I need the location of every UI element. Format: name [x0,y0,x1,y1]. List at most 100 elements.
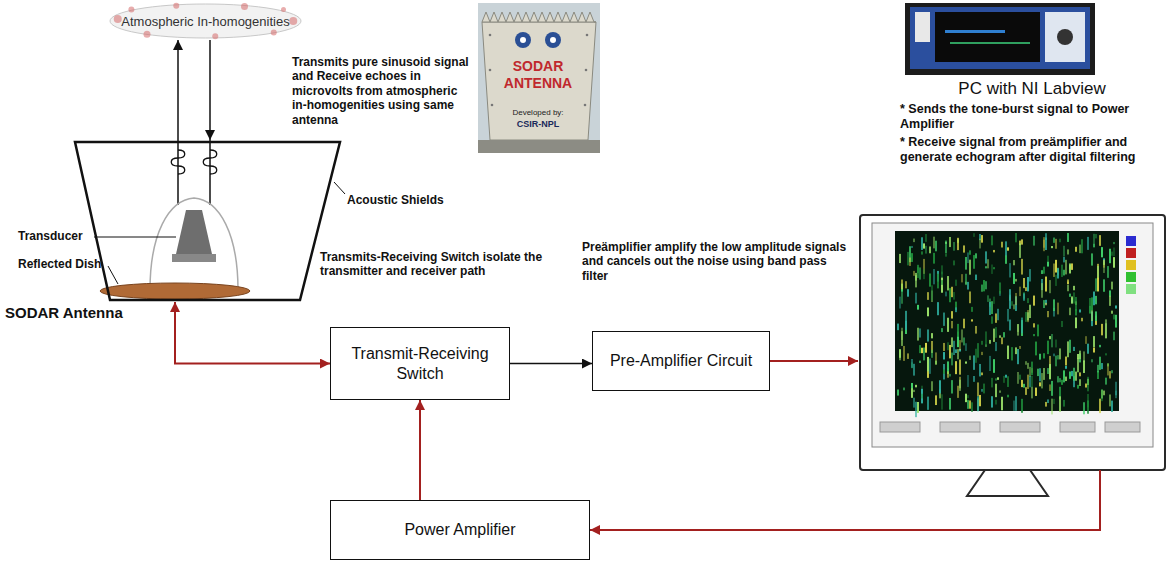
echo-streak [1031,362,1033,375]
echo-streak [1099,345,1101,347]
echo-streak [1099,235,1101,246]
echo-streak [1083,402,1085,414]
echo-streak [957,386,959,398]
logo [515,32,531,48]
echo-streak [1113,257,1115,268]
echo-streak [935,395,937,405]
node-label: SODAR Antenna [5,304,123,321]
monitor-bezel [905,3,1095,75]
echo-streak [991,265,993,274]
screen-plot [935,12,1040,62]
echo-streak [991,396,993,407]
echo-streak [959,380,961,391]
echo-streak [1037,369,1039,376]
echo-streak [1019,375,1021,380]
echo-streak [1077,385,1079,389]
echo-streak [1013,401,1015,411]
antenna-photo [478,3,600,153]
control-button [940,422,980,432]
echo-streak [915,385,917,388]
echo-streak [923,243,925,248]
pc-block: PC with NI Labview* Sends the tone-burst… [858,78,1168,470]
echo-streak [1113,242,1115,244]
echo-streak [901,328,903,340]
echo-streak [1049,364,1051,379]
echo-streak [979,395,981,406]
echo-streak [949,345,951,358]
reflector-dish [100,283,250,299]
node-label: Atmospheric In-homogenities [121,14,289,29]
echo-streak [991,235,993,245]
echo-streak [975,349,977,363]
echo-streak [1107,363,1109,375]
echo-streak [1009,263,1011,277]
echo-streak [1099,399,1101,413]
echo-streak [933,237,935,249]
echo-streak [973,376,975,382]
echo-streak [907,353,909,359]
echo-streak [973,255,975,269]
echo-streak [931,285,933,300]
annotation: Acoustic Shields [347,193,444,207]
control-button [880,422,920,432]
echo-streak [905,281,907,288]
echo-streak [1063,371,1065,383]
echo-streak [941,272,943,275]
echo-streak [1033,323,1035,327]
echo-streak [949,288,951,302]
signal-arrow [510,363,592,365]
echo-streak [1093,336,1095,347]
control-button [1105,422,1140,432]
atmosphere-cloud: Atmospheric In-homogenities [108,2,303,40]
annotation: Reflected Dish [18,257,101,271]
echo-streak [965,343,967,351]
echo-streak [999,335,1001,337]
echo-streak [973,233,975,237]
echo-streak [969,400,971,408]
echo-streak [1067,249,1069,254]
echo-streak [899,349,901,360]
echo-streak [1055,239,1057,249]
echo-streak [947,342,949,350]
echo-streak [1011,347,1013,360]
echo-streak [913,398,915,408]
cloud-speck [241,3,248,10]
echo-streak [1013,304,1015,309]
echo-streak [1091,297,1093,310]
annotation: Preämplifier amplify the low amplitude s… [582,240,852,283]
echo-streak [953,260,955,265]
echo-streak [1071,296,1073,303]
echo-streak [1041,373,1043,388]
echo-streak [925,234,927,242]
echo-streak [959,360,961,375]
echogram [897,233,1117,417]
echo-streak [897,390,899,396]
echo-streak [933,253,935,264]
echo-streak [969,356,971,360]
echo-streak [939,380,941,393]
echo-streak [1065,357,1067,366]
echo-streak [967,395,969,398]
echo-streak [917,402,919,413]
echo-streak [1095,311,1097,321]
echo-streak [1045,233,1047,240]
echo-streak [1067,282,1069,285]
echo-streak [1069,340,1071,353]
echo-streak [1059,348,1061,359]
echo-streak [1055,260,1057,273]
echo-streak [977,396,979,411]
echo-streak [941,394,943,409]
echo-streak [1057,268,1059,278]
echo-streak [1001,242,1003,248]
echo-streak [907,252,909,265]
echo-streak [987,295,989,302]
echo-streak [1007,395,1009,398]
echo-streak [925,343,927,353]
echo-streak [943,364,945,379]
echo-streak [927,397,929,410]
monitor-frame [860,215,1165,470]
echo-streak [1113,332,1115,341]
echo-streak [943,352,945,359]
echo-streak [983,280,985,291]
